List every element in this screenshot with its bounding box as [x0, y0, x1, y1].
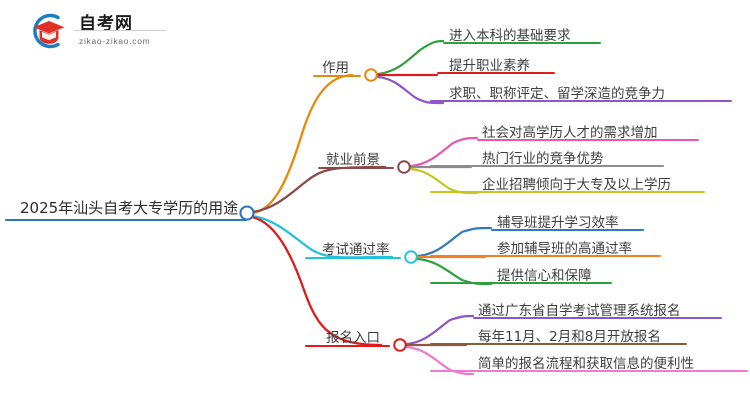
leaf-label-3-1[interactable]: 每年11月、2月和8月开放报名 [478, 329, 661, 345]
link-root-to-branch-3 [250, 215, 383, 347]
leaf-underline-0-2 [430, 100, 732, 102]
link-root-to-branch-0 [250, 73, 354, 215]
leaf-underline-0-0 [443, 42, 601, 44]
leaf-label-2-0[interactable]: 辅导班提升学习效率 [497, 215, 619, 231]
link-branch-1-child-0 [409, 136, 479, 168]
leaf-label-0-2[interactable]: 求职、职称评定、留学深造的竞争力 [449, 86, 665, 102]
branch-label-2[interactable]: 考试通过率 [322, 242, 390, 258]
leaf-label-1-1[interactable]: 热门行业的竞争优势 [482, 151, 604, 167]
branch-underline-0 [313, 75, 361, 77]
leaf-underline-2-0 [491, 229, 644, 231]
leaf-label-1-0[interactable]: 社会对高学历人才的需求增加 [482, 125, 658, 141]
branch-label-1[interactable]: 就业前景 [326, 152, 380, 168]
site-logo[interactable]: 自考网 zikao-zikao.com [28, 10, 150, 52]
leaf-underline-1-0 [477, 139, 699, 141]
leaf-label-2-1[interactable]: 参加辅导班的高通过率 [497, 241, 632, 257]
leaf-underline-1-2 [430, 191, 705, 193]
leaf-underline-2-2 [430, 282, 612, 284]
leaf-label-3-0[interactable]: 通过广东省自学考试管理系统报名 [478, 303, 681, 319]
leaf-label-3-2[interactable]: 简单的报名流程和获取信息的便利性 [478, 356, 694, 372]
branch-underline-2 [305, 257, 401, 259]
logo-title: 自考网 [79, 14, 133, 34]
root-connector-circle[interactable] [239, 205, 255, 221]
mindmap-root-underline [5, 219, 247, 222]
branch-3-connector-circle[interactable] [393, 338, 407, 352]
leaf-label-0-1[interactable]: 提升职业素养 [449, 58, 530, 74]
leaf-label-2-2[interactable]: 提供信心和保障 [497, 268, 592, 284]
leaf-underline-3-1 [430, 343, 687, 345]
leaf-underline-2-1 [430, 255, 661, 257]
leaf-label-0-0[interactable]: 进入本科的基础要求 [449, 28, 571, 44]
branch-underline-3 [305, 345, 390, 347]
link-root-to-branch-1 [250, 165, 387, 214]
graduation-cap-icon [28, 10, 70, 52]
branch-label-0[interactable]: 作用 [322, 60, 349, 76]
link-branch-1-child-2 [409, 167, 479, 195]
mindmap-root-label[interactable]: 2025年汕头自考大专学历的用途 [20, 199, 239, 217]
leaf-underline-3-2 [430, 370, 748, 372]
leaf-underline-1-1 [430, 165, 664, 167]
branch-2-connector-circle[interactable] [404, 250, 418, 264]
branch-1-connector-circle[interactable] [397, 160, 411, 174]
logo-domain: zikao-zikao.com [79, 36, 151, 46]
leaf-underline-0-1 [437, 72, 555, 74]
link-branch-2-child-0 [416, 226, 493, 258]
link-branch-2-child-2 [416, 257, 493, 286]
logo-divider [74, 30, 166, 31]
leaf-underline-3-0 [473, 317, 722, 319]
leaf-label-1-2[interactable]: 企业招聘倾向于大专及以上学历 [482, 177, 671, 193]
link-branch-3-child-0 [405, 314, 475, 346]
branch-0-connector-circle[interactable] [364, 68, 378, 82]
link-branch-0-child-0 [376, 39, 445, 76]
link-branch-0-child-2 [376, 75, 445, 105]
branch-underline-1 [318, 167, 394, 169]
branch-label-3[interactable]: 报名入口 [326, 330, 380, 346]
